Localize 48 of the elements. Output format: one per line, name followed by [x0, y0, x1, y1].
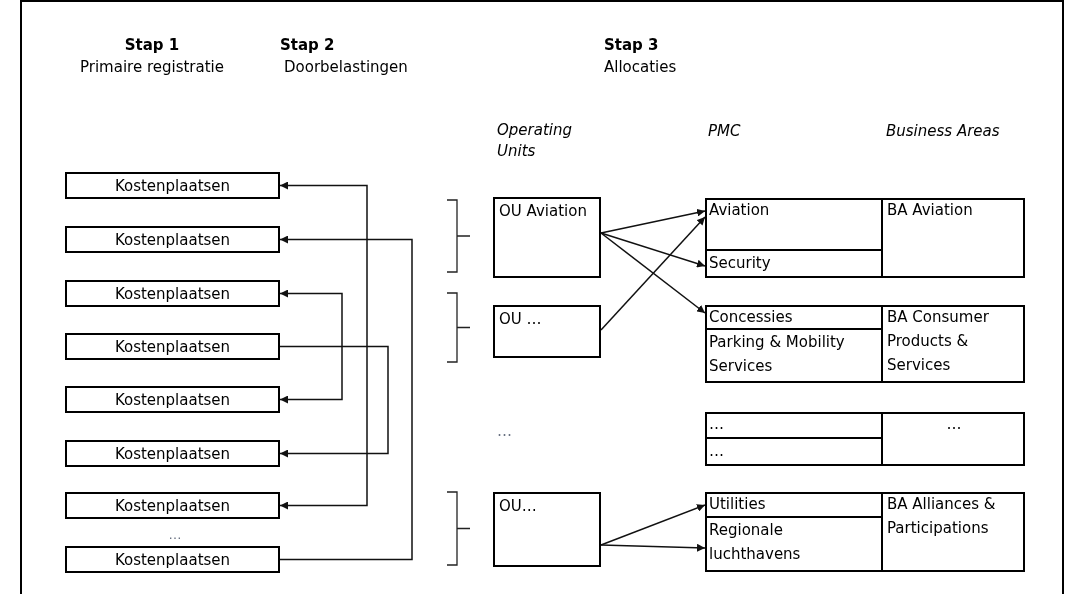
- process-box: OU…: [493, 492, 601, 567]
- table-cell: Regionale luchthavens: [705, 518, 883, 572]
- arrow: [279, 181, 368, 510]
- process-box: Kostenplaatsen: [65, 172, 280, 199]
- step-heading: Allocaties: [604, 57, 678, 78]
- arrow: [600, 208, 706, 234]
- arrow: [600, 543, 706, 552]
- group-box: [705, 198, 1025, 278]
- process-box: Kostenplaatsen: [65, 440, 280, 467]
- column-heading: Operating Units: [497, 120, 573, 162]
- arrow: [600, 232, 706, 268]
- step-heading: Stap 1: [123, 35, 181, 56]
- table-cell: BA Alliances & Participations: [883, 492, 1025, 572]
- table-cell: …: [883, 412, 1025, 466]
- step-heading: Stap 2: [280, 35, 336, 56]
- process-box: OU …: [493, 305, 601, 358]
- table-cell: …: [705, 412, 883, 439]
- table-cell: Concessies: [705, 305, 883, 330]
- process-box: OU Aviation: [493, 197, 601, 278]
- arrow: [600, 232, 706, 314]
- step-heading: Stap 3: [604, 35, 660, 56]
- process-box: Kostenplaatsen: [65, 546, 280, 573]
- table-cell: BA Consumer Products & Services: [883, 305, 1025, 383]
- column-heading: PMC: [708, 121, 742, 142]
- table-cell: …: [705, 439, 883, 466]
- step-heading: Primaire registratie: [79, 57, 225, 78]
- arrow: [600, 216, 706, 331]
- table-cell: Utilities: [705, 492, 883, 518]
- ellipsis-text: …: [497, 421, 513, 442]
- table-cell: Security: [705, 251, 883, 278]
- arrow: [279, 235, 413, 561]
- table-cell: BA Aviation: [883, 198, 1025, 278]
- table-cell: Aviation: [705, 198, 883, 251]
- arrow: [600, 504, 706, 546]
- process-box: Kostenplaatsen: [65, 333, 280, 360]
- process-box: Kostenplaatsen: [65, 386, 280, 413]
- ellipsis-text: …: [167, 526, 183, 544]
- column-heading: Business Areas: [886, 121, 1001, 142]
- group-box: [705, 305, 1025, 383]
- process-box: Kostenplaatsen: [65, 226, 280, 253]
- group-box: [705, 492, 1025, 572]
- process-box: Kostenplaatsen: [65, 492, 280, 519]
- arrow: [279, 289, 343, 404]
- table-cell: Parking & Mobility Services: [705, 330, 883, 383]
- process-box: Kostenplaatsen: [65, 280, 280, 307]
- group-box: [705, 412, 1025, 466]
- step-heading: Doorbelastingen: [284, 57, 409, 78]
- arrow: [279, 345, 389, 458]
